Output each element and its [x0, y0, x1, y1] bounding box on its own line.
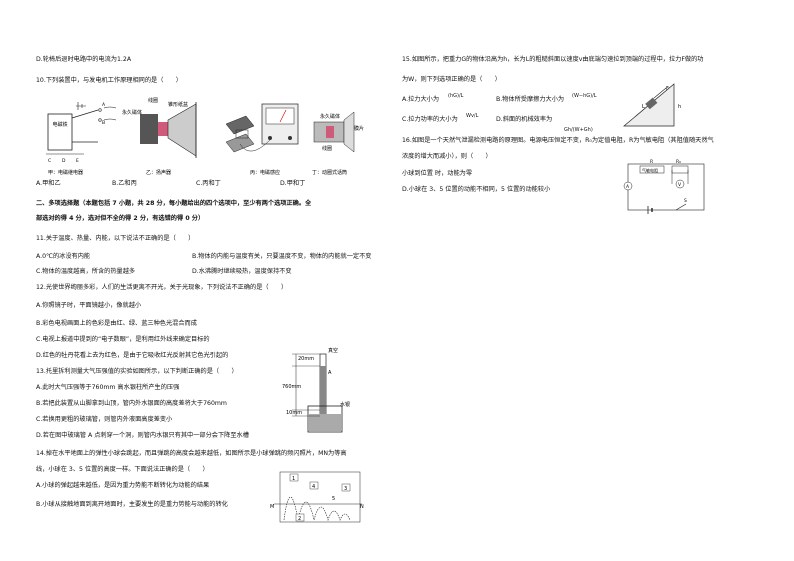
pos-4: 4 [312, 484, 315, 490]
text-line-ball: 小球到位置 时，动能为零 [402, 170, 473, 177]
q12-option-c: C.电视上报道中提到的“电子数眼”，是利用红外线来确定目标的 [36, 336, 210, 343]
dim-20mm: 20mm [298, 356, 314, 362]
q14-option-b: B.小球从接触地面到离开地面时，主要发生的是重力势能与动能的转化 [36, 501, 228, 508]
svg-text:D: D [62, 158, 66, 164]
pos-2: 2 [298, 516, 301, 522]
q10-option-b: B.乙和丙 [112, 180, 137, 187]
q16-option-d: D.小球在 3、5 位置的动能不相同，5 位置的动能较小 [402, 186, 551, 193]
pos-5: 5 [332, 496, 335, 502]
question-16: 16.如图是一个天然气泄漏检测电路的原理图。电源电压恒定不变，R₀为定值电阻，R… [402, 137, 714, 144]
section-2-heading: 二、多项选择题（本题包括 7 小题，共 28 分，每小题给出的四个选项中，至少有… [36, 200, 312, 207]
vacuum-label: 真空 [328, 347, 338, 354]
point-a-label: A [328, 370, 332, 376]
q15-option-b: B.物体所受摩擦力大小为 [496, 96, 565, 103]
induction-magnets [225, 115, 255, 153]
fig-label-d: 丁：动圈式话筒 [312, 169, 347, 176]
q12-option-d: D.红色的牡丹花看上去为红色，是由于它吸收红光反射其它色光引起的 [36, 352, 229, 359]
question-10: 10.下列装置中，与发电机工作原理相同的是（ ） [36, 77, 182, 84]
question-14: 14.掉在水平地面上的弹性小球会跳起，而且弹跳的高度会越来越低，如图所示是小球弹… [36, 450, 347, 457]
switch-label: S [684, 198, 687, 204]
line-m: M [270, 504, 274, 510]
question-13: 13.托里拆利测量大气压强值的实验如图所示，以下判断正确的是（ ） [36, 368, 238, 375]
height-h-label: h [678, 104, 681, 110]
dim-760mm: 760mm [282, 384, 301, 390]
q12-option-a: A.你照镜子时，平面镜越小，像就越小 [36, 302, 142, 309]
q15-formula-c: Wv/L [466, 113, 479, 119]
q13-option-a: A.此时大气压强等于760mm 高水银柱所产生的压强 [36, 384, 180, 391]
figure-q16: 气敏电阻 R R₀ A V S [618, 158, 710, 214]
pos-1: 1 [292, 476, 295, 482]
svg-text:C: C [48, 158, 51, 164]
force-f-label: F [666, 86, 669, 92]
section-2-heading-cont: 部选对的得 4 分，选对但不全的得 2 分，有选错的得 0 分） [36, 215, 205, 222]
fig-label-c: 丙：电磁感应 [250, 169, 280, 176]
q15-option-d: D.斜面的机械效率为 [496, 116, 553, 123]
q15-formula-d: Gh/(W+Gh) [564, 127, 593, 133]
r0-label: R₀ [676, 159, 681, 165]
q13-option-c: C.若换用更粗的玻璃管，则管内外液面高度差变小 [36, 416, 173, 423]
magnet-label: 永久磁体 [122, 109, 142, 116]
q15-option-c: C.拉力功率的大小为 [402, 116, 458, 123]
q11-option-b: B.物体的内能与温度有关，只要温度不变，物体的内能就一定不变 [192, 253, 372, 260]
question-15: 15.如图所示，把重力G的物体沿高为h，长为L的粗糙斜面以速度v由底端匀速拉到顶… [402, 56, 704, 63]
question-11: 11.关于温度、热量、内能，以下说法不正确的是（ ） [36, 235, 195, 242]
q11-option-a: A.0℃的冰没有内能 [36, 253, 91, 260]
cone-label: 锥形纸盆 [168, 101, 188, 108]
q10-option-c: C.丙和丁 [196, 180, 221, 187]
length-l-label: L [642, 104, 645, 110]
microphone-diagram: 永久磁体 膜片 线圈 [313, 111, 364, 153]
relay-diagram: 电磁铁 C D E A B [46, 102, 117, 164]
q11-option-d: D.水沸腾时继续吸热，温度保持不变 [192, 268, 292, 275]
q15-formula-b: (W−hG)/L [572, 93, 597, 99]
line-n: N [360, 504, 364, 510]
diaphragm-label: 膜片 [354, 125, 364, 132]
q13-option-b: B.若把此装置从山脚拿到山顶，管内外水银面的高度差将大于760mm [36, 400, 227, 407]
coil-label: 线圈 [148, 97, 158, 104]
q15-formula-a: (hG)/L [448, 93, 464, 99]
figure-q15: F h L [620, 78, 686, 132]
sensor-label: 气敏电阻 [642, 167, 658, 173]
svg-text:E: E [76, 158, 79, 164]
pos-3: 3 [344, 486, 347, 492]
fig-label-a: 甲：电磁继电器 [48, 169, 83, 176]
q13-option-d: D.若在图中玻璃管 A 点刺穿一个洞，则管内水银只有其中一部分会下降至水槽 [36, 432, 249, 439]
dim-10mm: 10mm [286, 410, 302, 416]
speaker-diagram: 线圈 锥形纸盆 永久磁体 [122, 97, 197, 158]
question-16-cont: 浓度的增大而减小），则（ ） [402, 153, 492, 160]
mercury-label: 水银 [340, 401, 350, 408]
figure-q10: 电磁铁 C D E A B 线圈 锥形纸盆 永久磁体 永久磁体 [36, 92, 366, 178]
ammeter-label: A [626, 184, 630, 190]
figure-q14: 1 2 4 3 5 M N [270, 470, 366, 526]
q14-option-a: A.小球的弹起越来越低，是因为重力势能不断转化为动能的结果 [36, 482, 210, 489]
question-12: 12.光使世界绚丽多彩，人们的生活更离不开光，关于光现象，下列说法不正确的是（ … [36, 284, 288, 291]
svg-text:A: A [102, 102, 106, 108]
coil2-label: 线圈 [322, 145, 332, 152]
q10-option-a: A.甲和乙 [36, 180, 61, 187]
r-label: R [650, 159, 653, 165]
magnet2-label: 永久磁体 [320, 113, 340, 120]
q15-option-a: A.拉力大小为 [402, 96, 440, 103]
question-14-cont: 线，小球在 3、5 位置的高度一样。下面说法正确的是（ ） [36, 466, 209, 473]
q12-option-b: B.彩色电视画面上的色彩是由红、绿、蓝三种色光混合而成 [36, 320, 197, 327]
q11-option-c: C.物体的温度越高，所含的热量越多 [36, 268, 136, 275]
q10-option-d: D.甲和丁 [280, 180, 306, 187]
figure-q13: 20mm 真空 760mm 10mm A 水银 [282, 344, 362, 444]
fig-label-b: 乙：扬声器 [146, 169, 171, 176]
voltmeter-label: V [678, 182, 682, 188]
question-15-cont: 为W，则下列选项正确的是（ ） [402, 76, 501, 83]
galvanometer [239, 103, 299, 152]
text-line: D.轮椅后退时电路中的电流为1.2A [36, 56, 132, 63]
relay-label: 电磁铁 [52, 121, 67, 128]
svg-text:B: B [102, 120, 105, 126]
